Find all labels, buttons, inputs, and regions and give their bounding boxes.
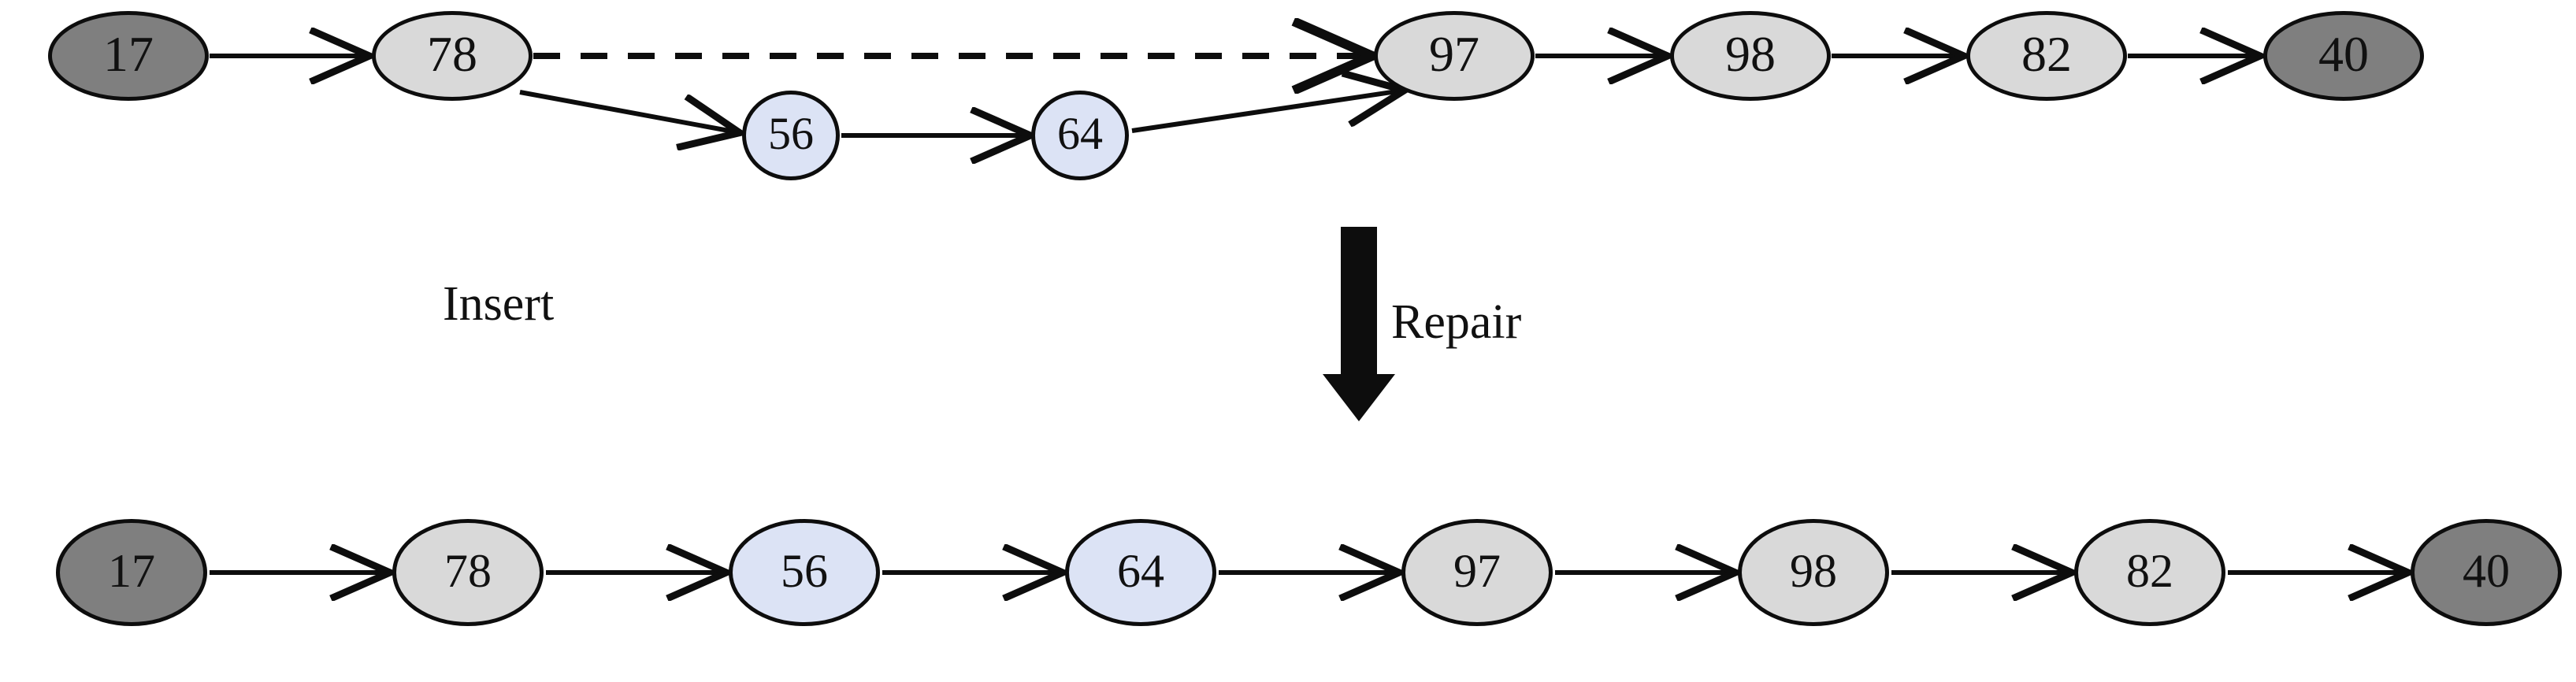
node-value: 17 [108, 545, 155, 597]
node-value: 98 [1790, 545, 1837, 597]
node-78: 78 [372, 11, 533, 101]
insert-label: Insert [443, 277, 555, 331]
node-value: 64 [1117, 545, 1164, 597]
node-value: 40 [2463, 545, 2510, 597]
node-98: 98 [1670, 11, 1831, 101]
node-40: 40 [2263, 11, 2424, 101]
node-17: 17 [56, 519, 207, 626]
node-97: 97 [1401, 519, 1553, 626]
edge-64-to-97 [1131, 91, 1402, 133]
node-40: 40 [2411, 519, 2562, 626]
node-value: 64 [1057, 108, 1103, 159]
node-value: 78 [427, 26, 477, 82]
node-value: 56 [781, 545, 828, 597]
node-78: 78 [392, 519, 544, 626]
node-value: 40 [2318, 26, 2369, 82]
repair-block-arrow [1323, 227, 1395, 421]
repair-label: Repair [1391, 295, 1522, 349]
node-value: 17 [103, 26, 154, 82]
node-value: 98 [1725, 26, 1776, 82]
insert-edges [519, 90, 1402, 135]
node-56: 56 [742, 91, 840, 180]
node-17: 17 [48, 11, 209, 101]
node-value: 82 [2126, 545, 2173, 597]
node-82: 82 [2074, 519, 2225, 626]
node-value: 78 [444, 545, 492, 597]
node-64: 64 [1031, 91, 1129, 180]
node-64: 64 [1065, 519, 1216, 626]
node-97: 97 [1374, 11, 1535, 101]
node-value: 82 [2021, 26, 2072, 82]
edge-78-to-56 [519, 90, 737, 132]
node-value: 97 [1429, 26, 1479, 82]
node-value: 97 [1453, 545, 1501, 597]
node-82: 82 [1966, 11, 2127, 101]
repair-arrow-group [1323, 227, 1395, 421]
node-56: 56 [729, 519, 880, 626]
node-98: 98 [1738, 519, 1889, 626]
node-value: 56 [768, 108, 814, 159]
